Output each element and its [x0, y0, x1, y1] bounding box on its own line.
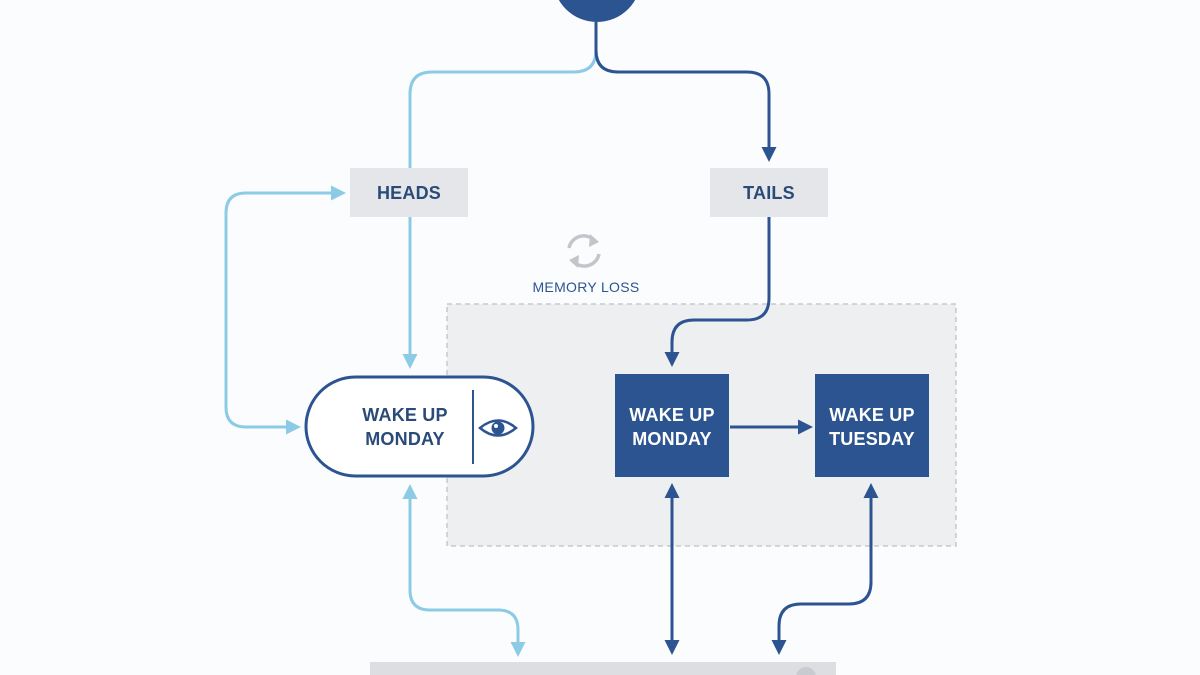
heads-wakeup-node: WAKE UP MONDAY — [304, 375, 535, 478]
connector-heads-wakeup-to-bottom — [402, 484, 526, 657]
heads-node: HEADS — [350, 168, 468, 217]
tails-tuesday-node: WAKE UP TUESDAY — [815, 374, 929, 477]
tails-tuesday-line1: WAKE UP — [829, 405, 914, 425]
tails-node: TAILS — [710, 168, 828, 217]
tails-label: TAILS — [743, 183, 795, 203]
tails-monday-node: WAKE UP MONDAY — [615, 374, 729, 477]
eye-icon — [478, 419, 518, 437]
tails-tuesday-line2: TUESDAY — [829, 429, 915, 449]
connector-tails-to-monday — [664, 217, 771, 367]
refresh-icon — [567, 234, 601, 268]
heads-wakeup-line1: WAKE UP — [362, 405, 447, 425]
connector-tuesday-to-bottom — [771, 483, 879, 655]
coin-circle — [558, 0, 636, 22]
heads-label: HEADS — [377, 183, 441, 203]
connector-left-loop — [224, 185, 346, 435]
bottom-bar-circle — [796, 667, 816, 675]
tails-monday-line1: WAKE UP — [629, 405, 714, 425]
connector-coin-to-heads — [408, 22, 598, 168]
connector-coin-to-tails — [594, 22, 777, 162]
bottom-bar — [370, 662, 836, 675]
tails-monday-line2: MONDAY — [632, 429, 712, 449]
memory-loss-label: MEMORY LOSS — [532, 279, 639, 295]
heads-wakeup-line2: MONDAY — [365, 429, 445, 449]
